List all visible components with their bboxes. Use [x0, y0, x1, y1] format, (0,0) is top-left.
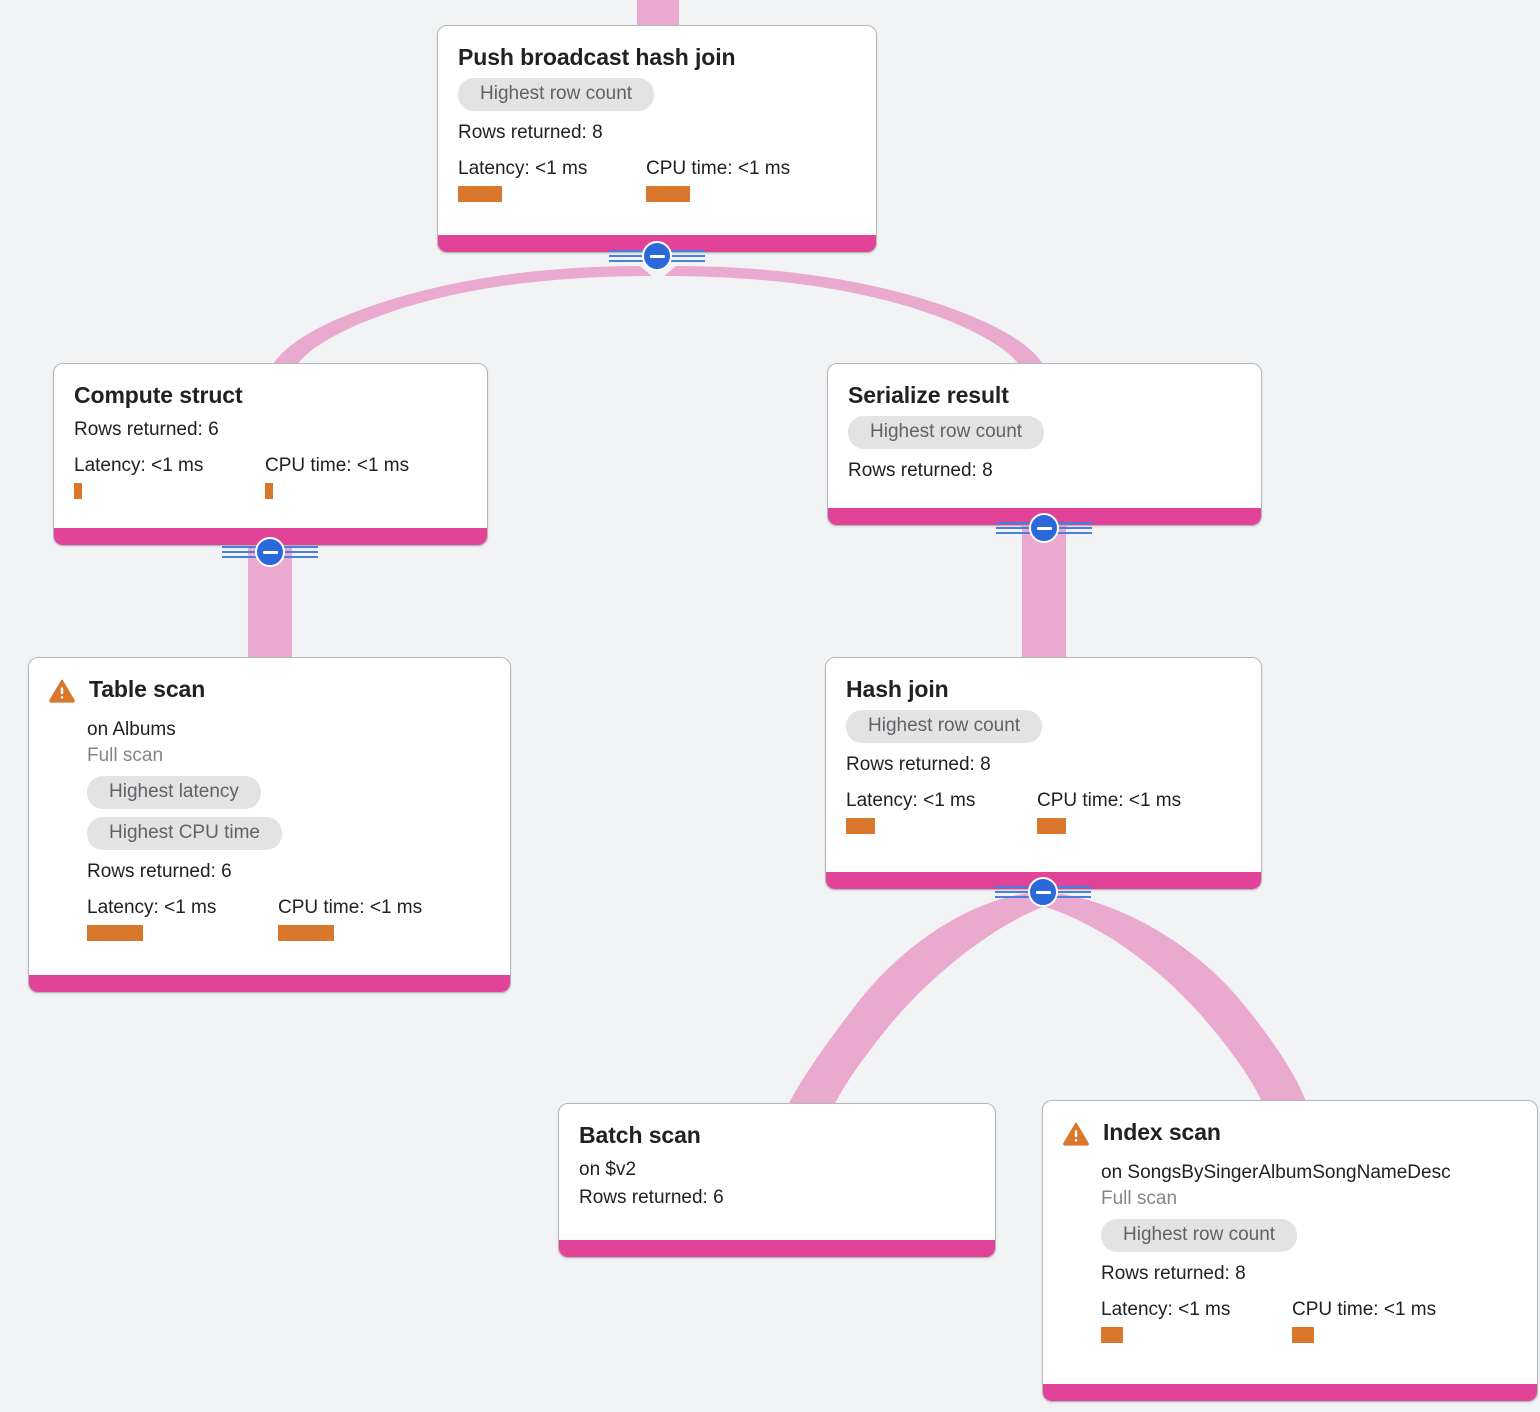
node-subtitle: on SongsBySingerAlbumSongNameDesc: [1101, 1162, 1451, 1183]
node-title: Table scan: [89, 676, 206, 702]
cpu-label: CPU time: <1 ms: [265, 455, 410, 477]
cpu-bar: [1292, 1326, 1314, 1343]
rows-returned: Rows returned: 6: [87, 860, 232, 882]
status-badge: Highest row count: [1101, 1218, 1298, 1252]
status-badge-latency: Highest latency: [87, 775, 261, 809]
scan-note: Full scan: [87, 744, 164, 766]
latency-metric: Latency: <1 ms: [1101, 1299, 1292, 1343]
status-badge: Highest row count: [846, 710, 1043, 744]
edge-hash-join-to-batch-scan: [786, 893, 1046, 1110]
warning-icon: [1063, 1122, 1089, 1151]
collapse-handle-hash-join[interactable]: [995, 877, 1091, 907]
cpu-label: CPU time: <1 ms: [278, 896, 423, 918]
node-title: Index scan: [1103, 1119, 1221, 1145]
metrics-row: Latency: <1 ms CPU time: <1 ms: [74, 455, 467, 500]
cpu-metric: CPU time: <1 ms: [646, 158, 791, 203]
cpu-metric: CPU time: <1 ms: [265, 455, 410, 500]
cpu-metric: CPU time: <1 ms: [278, 897, 422, 941]
node-subtitle: on Albums: [87, 719, 176, 740]
edge-serialize-result-to-hash-join: [1022, 525, 1066, 665]
cpu-bar: [646, 186, 690, 203]
node-title: Compute struct: [74, 382, 243, 408]
node-header: Index scan: [1063, 1119, 1517, 1151]
edge-incoming-root: [637, 0, 679, 28]
node-header: Compute struct: [74, 382, 467, 408]
node-accent-bar: [29, 975, 510, 992]
node-title: Push broadcast hash join: [458, 44, 736, 70]
node-header: Push broadcast hash join: [458, 44, 856, 70]
metrics-row: Latency: <1 ms CPU time: <1 ms: [458, 158, 856, 203]
latency-metric: Latency: <1 ms: [846, 790, 1037, 835]
latency-label: Latency: <1 ms: [846, 790, 976, 812]
badge-list: Highest latency: [87, 768, 490, 809]
node-table-scan[interactable]: Table scan on Albums Full scan Highest l…: [28, 657, 511, 993]
latency-label: Latency: <1 ms: [87, 896, 217, 918]
scan-note: Full scan: [1101, 1187, 1178, 1209]
node-title: Batch scan: [579, 1122, 701, 1148]
rows-returned: Rows returned: 8: [1101, 1262, 1246, 1284]
node-compute-struct[interactable]: Compute struct Rows returned: 6 Latency:…: [53, 363, 488, 546]
node-header: Table scan: [49, 676, 490, 708]
latency-metric: Latency: <1 ms: [458, 158, 646, 203]
warning-icon: [49, 679, 75, 708]
metrics-row: Latency: <1 ms CPU time: <1 ms: [846, 790, 1241, 835]
latency-label: Latency: <1 ms: [458, 158, 588, 180]
latency-label: Latency: <1 ms: [1101, 1298, 1231, 1320]
rows-returned: Rows returned: 8: [848, 460, 993, 482]
node-title: Hash join: [846, 676, 949, 702]
node-header: Batch scan: [579, 1122, 975, 1148]
cpu-label: CPU time: <1 ms: [646, 158, 791, 180]
cpu-metric: CPU time: <1 ms: [1037, 790, 1182, 835]
status-badge: Highest row count: [848, 416, 1045, 450]
minus-icon: [1028, 877, 1058, 907]
metrics-row: Latency: <1 ms CPU time: <1 ms: [1101, 1299, 1517, 1343]
edge-root-to-serialize-result: [664, 266, 1044, 366]
node-header: Serialize result: [848, 382, 1241, 408]
latency-bar: [87, 924, 143, 941]
node-serialize-result[interactable]: Serialize result Highest row count Rows …: [827, 363, 1262, 526]
minus-icon: [1029, 513, 1059, 543]
status-badge-cpu: Highest CPU time: [87, 816, 282, 850]
status-badge: Highest row count: [458, 78, 655, 112]
collapse-handle-compute-struct[interactable]: [222, 537, 318, 567]
rows-returned: Rows returned: 6: [74, 419, 219, 441]
minus-icon: [255, 537, 285, 567]
node-accent-bar: [1043, 1384, 1537, 1401]
latency-metric: Latency: <1 ms: [74, 455, 265, 500]
latency-label: Latency: <1 ms: [74, 455, 204, 477]
latency-bar: [74, 483, 82, 500]
latency-bar: [846, 818, 875, 835]
node-title: Serialize result: [848, 382, 1009, 408]
cpu-bar: [1037, 818, 1066, 835]
collapse-handle-serialize-result[interactable]: [996, 513, 1092, 543]
node-index-scan[interactable]: Index scan on SongsBySingerAlbumSongName…: [1042, 1100, 1538, 1402]
edge-root-to-compute-struct: [272, 266, 652, 366]
node-subtitle: on $v2: [579, 1159, 637, 1181]
minus-icon: [642, 241, 672, 271]
cpu-label: CPU time: <1 ms: [1292, 1298, 1437, 1320]
node-hash-join[interactable]: Hash join Highest row count Rows returne…: [825, 657, 1262, 890]
cpu-metric: CPU time: <1 ms: [1292, 1299, 1436, 1343]
metrics-row: Latency: <1 ms CPU time: <1 ms: [87, 897, 490, 941]
latency-bar: [458, 186, 502, 203]
node-batch-scan[interactable]: Batch scan on $v2 Rows returned: 6: [558, 1103, 996, 1258]
node-header: Hash join: [846, 676, 1241, 702]
rows-returned: Rows returned: 6: [579, 1187, 724, 1209]
edge-hash-join-to-index-scan: [1042, 893, 1306, 1102]
collapse-handle-push-broadcast-hash-join[interactable]: [609, 241, 705, 271]
cpu-bar: [278, 924, 334, 941]
latency-bar: [1101, 1326, 1123, 1343]
rows-returned: Rows returned: 8: [846, 754, 991, 776]
node-accent-bar: [559, 1240, 995, 1257]
node-push-broadcast-hash-join[interactable]: Push broadcast hash join Highest row cou…: [437, 25, 877, 253]
latency-metric: Latency: <1 ms: [87, 897, 278, 941]
cpu-label: CPU time: <1 ms: [1037, 790, 1182, 812]
rows-returned: Rows returned: 8: [458, 122, 603, 144]
badge-list-2: Highest CPU time: [87, 809, 490, 850]
cpu-bar: [265, 483, 273, 500]
